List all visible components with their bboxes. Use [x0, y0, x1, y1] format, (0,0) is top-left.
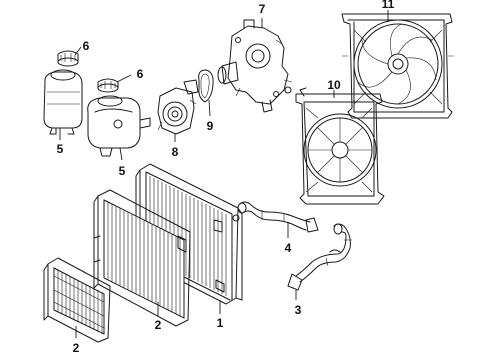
fan-shroud-assembly — [341, 13, 454, 119]
expansion-tank-left — [43, 69, 83, 135]
callout-4: 4 — [285, 241, 292, 255]
callout-2-middle: 2 — [155, 318, 162, 332]
callout-2-left: 2 — [73, 341, 80, 355]
callout-6-right: 6 — [137, 67, 144, 81]
callout-7: 7 — [259, 2, 266, 16]
callout-11: 11 — [382, 0, 395, 11]
auxiliary-radiator — [43, 257, 111, 343]
water-pump-gasket — [198, 69, 214, 103]
upper-radiator-hose — [237, 201, 319, 233]
callout-5-right: 5 — [119, 164, 126, 178]
callout-6-left: 6 — [83, 39, 90, 53]
callout-9: 9 — [207, 119, 214, 133]
expansion-tank-cap-left — [57, 50, 79, 67]
ac-condenser — [93, 189, 191, 327]
callout-8: 8 — [172, 145, 179, 159]
callout-1: 1 — [217, 316, 224, 330]
fan-shroud — [295, 87, 385, 205]
expansion-tank-right — [87, 95, 151, 157]
callout-3: 3 — [295, 303, 302, 317]
expansion-tank-cap-right — [97, 78, 119, 93]
lower-radiator-hose — [287, 223, 352, 291]
callout-5-left: 5 — [57, 142, 64, 156]
water-pump-pulley — [157, 79, 199, 135]
callout-10: 10 — [327, 78, 341, 92]
water-pump-assembly — [217, 19, 293, 113]
